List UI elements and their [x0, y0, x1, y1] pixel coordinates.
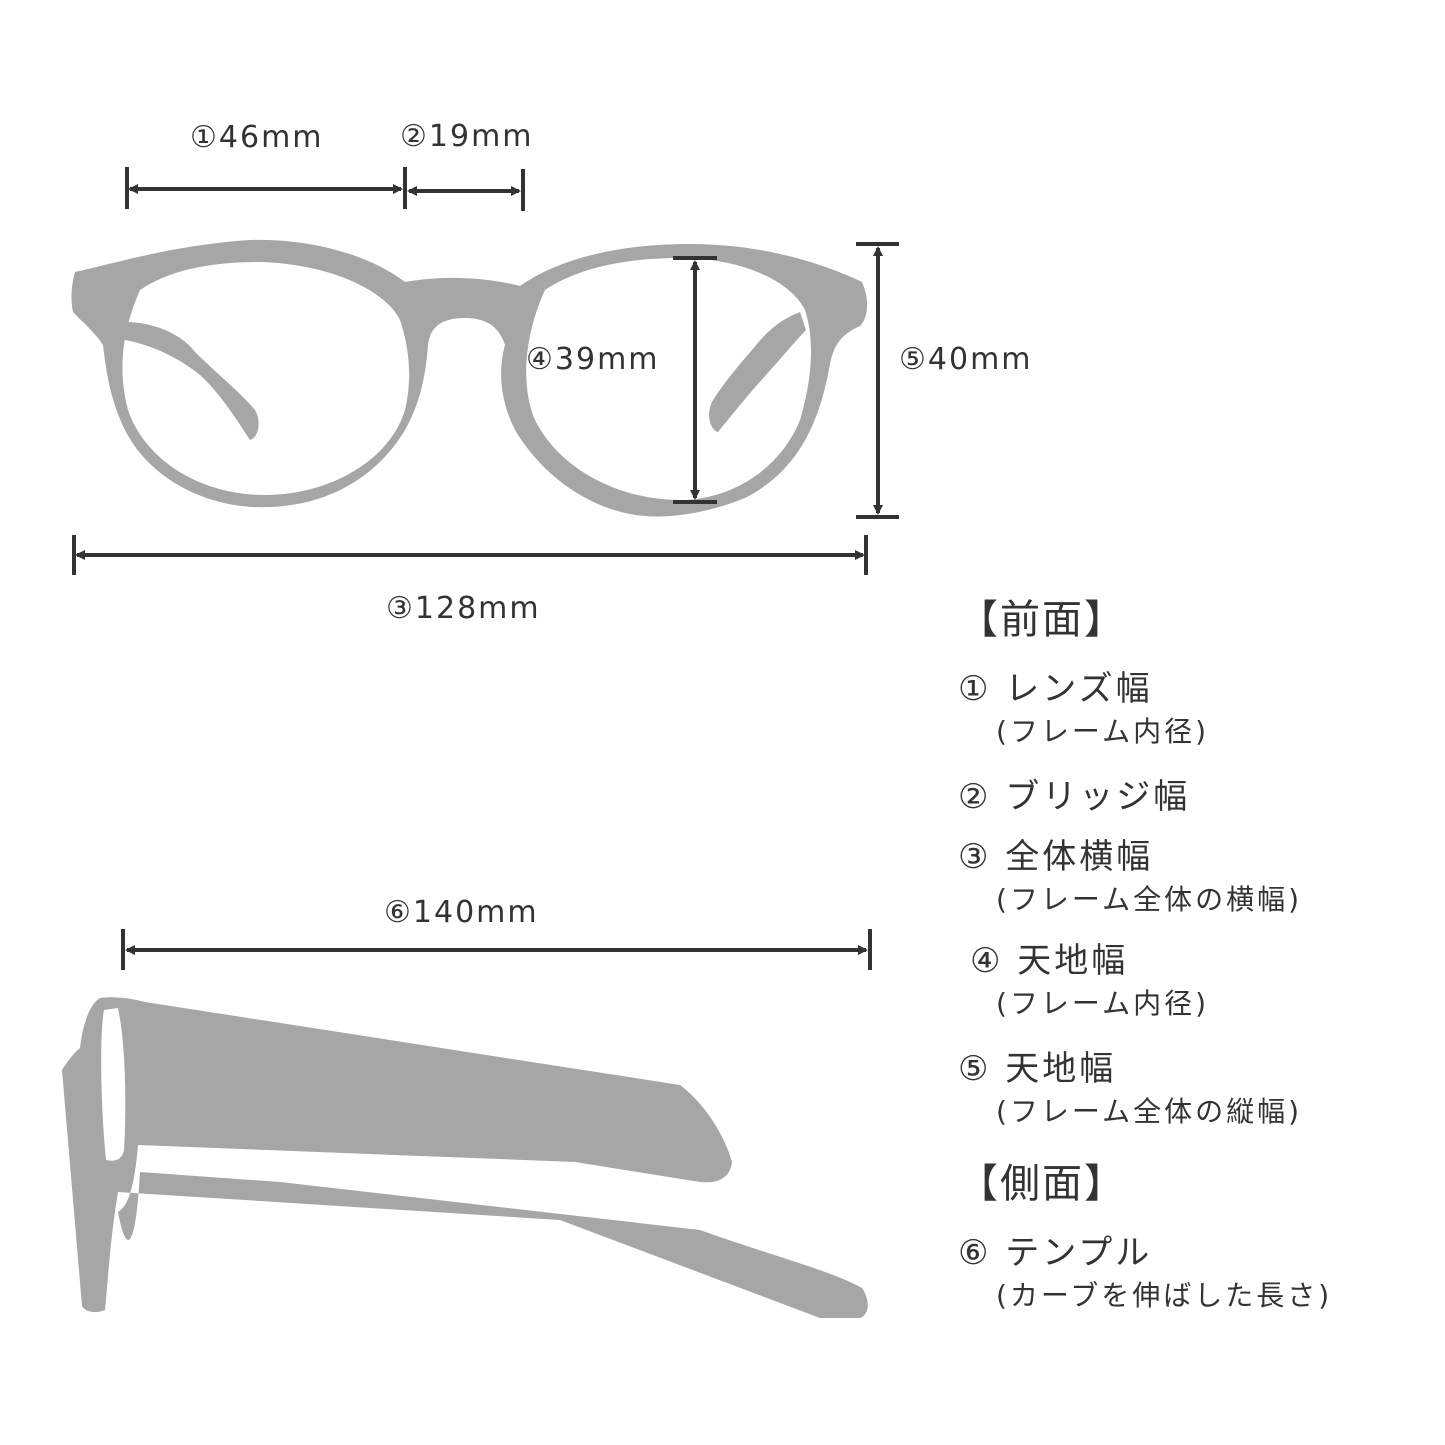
legend-item-lens-width: ① レンズ幅 [958, 669, 1153, 709]
legend-item-total-width-note: (フレーム全体の横幅) [996, 883, 1303, 916]
legend-item-lens-width-note: (フレーム内径) [996, 715, 1210, 748]
temple-tip-right [709, 312, 806, 432]
legend-item-lens-height: ④ 天地幅 [970, 941, 1129, 981]
temple-tip-left [125, 322, 259, 440]
dim-label-temple-length: ⑥140mm [384, 895, 539, 930]
dim-label-total-width: ③128mm [386, 591, 541, 626]
dim-label-lens-height: ④39mm [526, 342, 660, 377]
dimension-lines [72, 167, 899, 970]
legend-item-frame-height-note: (フレーム全体の縦幅) [996, 1095, 1303, 1128]
frame-side-shape [62, 997, 868, 1318]
dim-label-frame-height: ⑤40mm [899, 342, 1033, 377]
dim-label-bridge-width: ②19mm [400, 119, 534, 154]
front-view-frame [71, 239, 868, 517]
legend-side-heading: 【側面】 [958, 1161, 1126, 1207]
dim-label-lens-width: ①46mm [190, 120, 324, 155]
legend-item-temple: ⑥ テンプル [958, 1233, 1153, 1273]
legend-item-bridge-width: ② ブリッジ幅 [958, 777, 1191, 817]
legend: 【前面】 ① レンズ幅 (フレーム内径) ② ブリッジ幅 ③ 全体横幅 (フレー… [958, 592, 1428, 1310]
legend-item-total-width: ③ 全体横幅 [958, 837, 1154, 877]
legend-front-heading: 【前面】 [958, 597, 1126, 643]
legend-item-lens-height-note: (フレーム内径) [996, 987, 1210, 1020]
legend-item-frame-height: ⑤ 天地幅 [958, 1049, 1117, 1089]
side-view-frame [62, 997, 868, 1318]
legend-item-temple-note: (カーブを伸ばした長さ) [996, 1279, 1333, 1312]
frame-front-shape [71, 239, 868, 517]
